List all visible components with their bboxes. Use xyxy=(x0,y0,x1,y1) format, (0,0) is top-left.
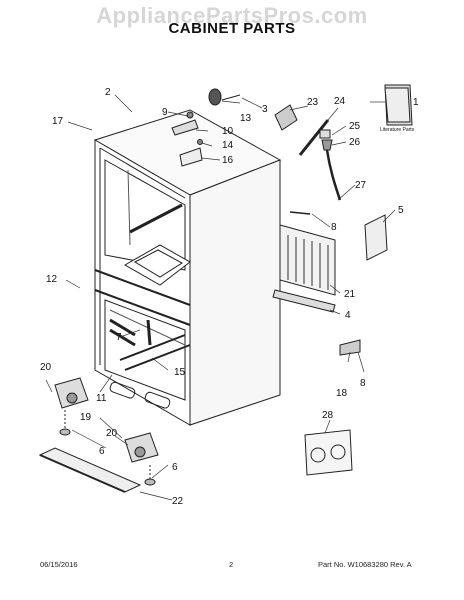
literature-parts-label: Literature Parts xyxy=(380,127,415,133)
cabinet-body xyxy=(93,109,282,426)
top-hinge-parts xyxy=(171,88,241,167)
callout-5: 5 xyxy=(398,205,404,216)
callout-15: 15 xyxy=(174,367,186,378)
callout-14: 14 xyxy=(222,140,234,151)
footer-date: 06/15/2016 xyxy=(40,560,78,569)
callout-27: 27 xyxy=(355,180,367,191)
side-parts xyxy=(272,84,413,476)
callout-25: 25 xyxy=(349,121,361,132)
callout-24: 24 xyxy=(334,96,346,107)
callout-1: 1 xyxy=(413,97,419,108)
watermark: AppliancePartsPros.com xyxy=(96,3,368,28)
callout-12: 12 xyxy=(46,274,58,285)
callout-6-right: 6 xyxy=(172,462,178,473)
callout-10: 10 xyxy=(222,126,234,137)
page-title: CABINET PARTS xyxy=(168,20,296,37)
footer-part-number: Part No. W10683280 Rev. A xyxy=(318,560,412,569)
callout-3: 3 xyxy=(262,104,268,115)
callout-8-upper: 8 xyxy=(331,222,337,233)
callout-21: 21 xyxy=(344,289,356,300)
callout-19: 19 xyxy=(80,412,92,423)
callout-4: 4 xyxy=(345,310,351,321)
callout-11: 11 xyxy=(96,393,107,404)
callout-20-upper: 20 xyxy=(40,362,52,373)
callout-26: 26 xyxy=(349,137,361,148)
callout-7: 7 xyxy=(116,332,122,343)
callout-22: 22 xyxy=(172,496,184,507)
callout-2: 2 xyxy=(105,87,111,98)
literature-parts-icon xyxy=(384,87,411,123)
callout-16: 16 xyxy=(222,155,234,166)
lower-hinge-parts xyxy=(38,377,159,493)
footer-page-number: 2 xyxy=(229,560,234,569)
callout-8-lower: 8 xyxy=(360,378,366,389)
callout-13: 13 xyxy=(240,113,252,124)
callout-6-left: 6 xyxy=(99,446,105,457)
callout-28: 28 xyxy=(322,410,334,421)
callout-9: 9 xyxy=(162,107,168,118)
callout-18: 18 xyxy=(336,388,348,399)
callout-17: 17 xyxy=(52,116,64,127)
callout-23: 23 xyxy=(307,97,319,108)
callout-20-lower: 20 xyxy=(106,428,118,439)
